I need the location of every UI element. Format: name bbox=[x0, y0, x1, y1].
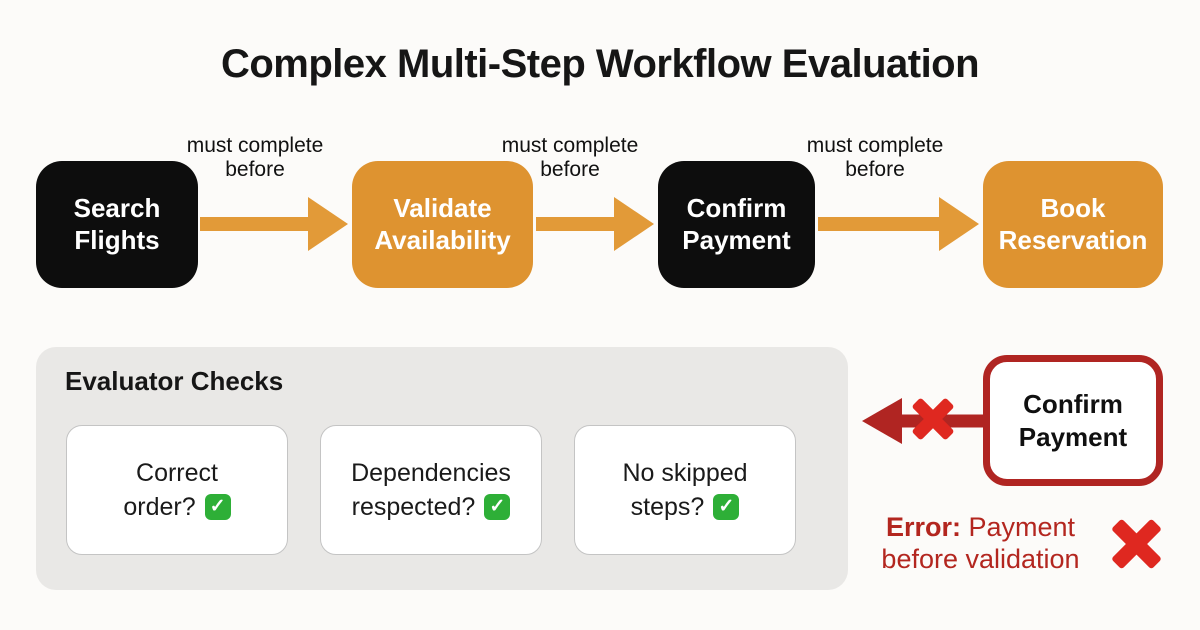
step-label: Confirm Payment bbox=[682, 192, 791, 255]
check-mark-emoji-icon: ✓ bbox=[713, 494, 740, 520]
error-message: Error: Payment before validation bbox=[858, 511, 1103, 575]
check-line1: Dependencies bbox=[351, 459, 511, 487]
error-line2: before validation bbox=[881, 544, 1080, 574]
check-card-correct-order: Correct order? ✓ bbox=[66, 425, 288, 555]
workflow-step-book-reservation: Book Reservation bbox=[983, 161, 1163, 288]
flow-arrow-icon bbox=[536, 197, 654, 251]
step-label: Search Flights bbox=[73, 192, 161, 255]
edge-label: must complete before bbox=[501, 134, 639, 181]
step-label: Book Reservation bbox=[998, 192, 1148, 255]
evaluator-heading: Evaluator Checks bbox=[65, 366, 284, 396]
step-label: Validate Availability bbox=[374, 192, 511, 255]
check-line1: Correct bbox=[136, 459, 218, 487]
workflow-step-search-flights: Search Flights bbox=[36, 161, 198, 288]
page-title: Complex Multi-Step Workflow Evaluation bbox=[220, 42, 980, 86]
arrow-head bbox=[862, 398, 902, 444]
check-line2: respected? bbox=[351, 493, 476, 521]
check-line2: order? bbox=[123, 493, 196, 521]
cross-mark-icon bbox=[909, 395, 957, 443]
error-line1: Payment bbox=[960, 512, 1076, 542]
arrow-head bbox=[939, 197, 979, 251]
cross-mark-icon bbox=[1108, 516, 1165, 572]
flow-arrow-icon bbox=[818, 197, 979, 251]
check-mark-emoji-icon: ✓ bbox=[204, 494, 231, 520]
check-card-dependencies: Dependencies respected? ✓ bbox=[320, 425, 542, 555]
check-mark-emoji-icon: ✓ bbox=[484, 494, 511, 520]
workflow-step-validate-availability: Validate Availability bbox=[352, 161, 533, 288]
flow-arrow-icon bbox=[200, 197, 348, 251]
arrow-shaft bbox=[200, 217, 312, 231]
arrow-shaft bbox=[818, 217, 943, 231]
edge-label: must complete before bbox=[186, 134, 324, 181]
arrow-shaft bbox=[536, 217, 618, 231]
arrow-head bbox=[614, 197, 654, 251]
check-line2: steps? bbox=[630, 493, 705, 521]
check-line1: No skipped bbox=[622, 459, 748, 487]
error-prefix: Error: bbox=[885, 512, 961, 542]
check-card-no-skipped-steps: No skipped steps? ✓ bbox=[574, 425, 796, 555]
error-step-label: Confirm Payment bbox=[1018, 389, 1128, 452]
error-step-confirm-payment: Confirm Payment bbox=[983, 355, 1163, 486]
arrow-head bbox=[308, 197, 348, 251]
workflow-step-confirm-payment: Confirm Payment bbox=[658, 161, 815, 288]
edge-label: must complete before bbox=[806, 134, 944, 181]
